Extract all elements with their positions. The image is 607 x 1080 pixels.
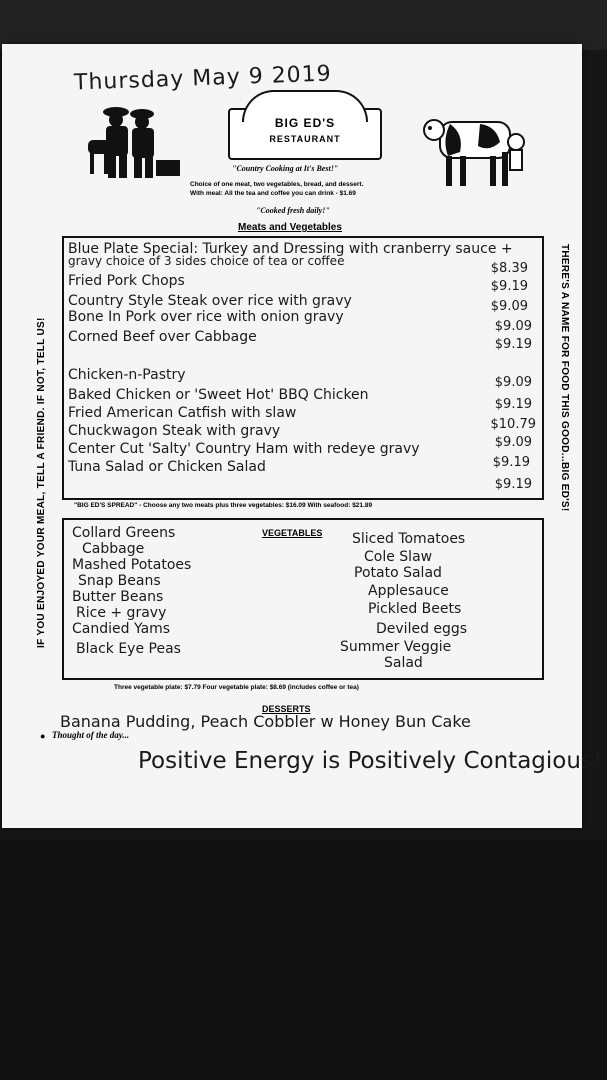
meats-box: Blue Plate Special: Turkey and Dressing …: [62, 236, 544, 500]
meat-item: Tuna Salad or Chicken Salad: [68, 459, 266, 475]
vegetables-box: Collard Greens Cabbage Mashed Potatoes S…: [62, 518, 544, 680]
vegetable-item: Potato Salad: [354, 565, 442, 581]
background-top: [0, 0, 607, 50]
meat-item: Corned Beef over Cabbage: [68, 329, 257, 345]
meat-item: Bone In Pork over rice with onion gravy: [68, 309, 344, 325]
meat-item: Country Style Steak over rice with gravy: [68, 293, 352, 309]
background-bottom: [0, 840, 607, 1080]
vegetable-item: Pickled Beets: [368, 601, 462, 617]
vegetable-item: Applesauce: [368, 583, 449, 599]
thought-quote: Positive Energy is Positively Contagious…: [138, 748, 603, 774]
meat-price: $10.79: [490, 417, 537, 432]
vegetable-item: Candied Yams: [72, 621, 171, 637]
meat-price: $9.09: [490, 299, 528, 314]
meat-price: $9.19: [490, 279, 528, 294]
meat-item: Fried American Catfish with slaw: [68, 405, 297, 421]
restaurant-subtitle: RESTAURANT: [269, 134, 341, 144]
menu-page: [2, 44, 582, 828]
vegetable-item: Collard Greens: [72, 525, 176, 541]
vegetable-item: Cole Slaw: [364, 549, 433, 565]
restaurant-logo: BIG ED'S RESTAURANT: [228, 90, 382, 160]
cooked-fresh-text: "Cooked fresh daily!": [256, 206, 330, 215]
meat-price: $9.19: [492, 455, 530, 470]
meat-price: $9.09: [494, 435, 532, 450]
sidebar-right-text: THERE'S A NAME FOR FOOD THIS GOOD...BIG …: [559, 244, 570, 512]
farmers-illustration: [88, 107, 180, 178]
thought-bullet-icon: ●: [40, 731, 46, 741]
big-eds-spread: "BIG ED'S SPREAD" - Choose any two meats…: [74, 502, 373, 509]
desserts-text: Banana Pudding, Peach Cobbler w Honey Bu…: [60, 712, 471, 731]
meat-item: Chuckwagon Steak with gravy: [68, 423, 281, 439]
vegetables-heading: VEGETABLES: [262, 528, 323, 538]
vegetable-item: Sliced Tomatoes: [352, 531, 466, 547]
cow-illustration: [423, 119, 525, 186]
tagline: "Country Cooking at It's Best!": [232, 164, 339, 173]
meat-price: $8.39: [490, 261, 528, 276]
vegetable-item: Cabbage: [82, 541, 145, 557]
meat-price: $9.19: [494, 337, 532, 352]
sidebar-left-text: IF YOU ENJOYED YOUR MEAL, TELL A FRIEND.…: [36, 317, 47, 648]
thought-label: Thought of the day...: [52, 730, 130, 740]
vegetable-item: Rice + gravy: [76, 605, 167, 621]
vegetable-item: Deviled eggs: [376, 621, 468, 637]
vegetable-item: Salad: [384, 655, 423, 671]
vegetable-item: Butter Beans: [72, 589, 164, 605]
vegetable-item: Snap Beans: [78, 573, 161, 589]
restaurant-name: BIG ED'S: [274, 116, 336, 130]
meat-price: $9.19: [494, 477, 532, 492]
meats-heading: Meats and Vegetables: [238, 222, 342, 233]
vegetable-plates-text: Three vegetable plate: $7.79 Four vegeta…: [114, 684, 359, 691]
meat-item: Fried Pork Chops: [68, 273, 185, 289]
meat-item: gravy choice of 3 sides choice of tea or…: [68, 254, 345, 268]
meat-price: $9.09: [494, 319, 532, 334]
meat-price: $9.09: [494, 375, 532, 390]
meat-item: Blue Plate Special: Turkey and Dressing …: [68, 241, 513, 257]
vegetable-item: Black Eye Peas: [76, 641, 181, 657]
vegetable-item: Mashed Potatoes: [72, 557, 192, 573]
meat-item: Center Cut 'Salty' Country Ham with rede…: [68, 441, 420, 457]
meat-price: $9.19: [494, 397, 532, 412]
desserts-heading: DESSERTS: [262, 704, 311, 714]
meat-item: Baked Chicken or 'Sweet Hot' BBQ Chicken: [68, 387, 369, 403]
meal-choice-text: Choice of one meat, two vegetables, brea…: [190, 181, 364, 197]
vegetable-item: Summer Veggie: [340, 639, 452, 655]
meat-item: Chicken-n-Pastry: [68, 367, 186, 383]
